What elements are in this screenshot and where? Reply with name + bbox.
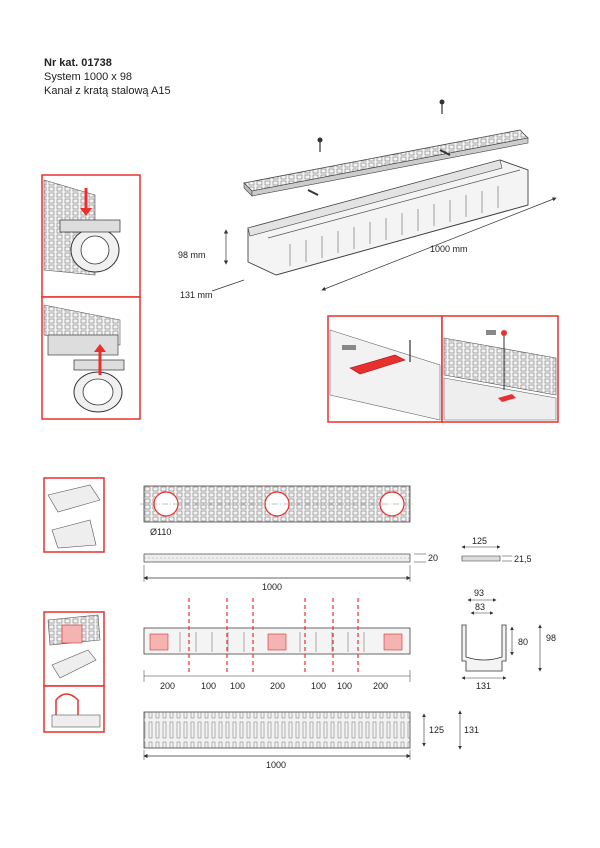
- dim-height: 98 mm: [178, 250, 206, 260]
- isometric-channel: 98 mm 131 mm 1000 mm: [178, 99, 557, 300]
- spacing-4: 200: [270, 681, 285, 691]
- grate-side-view: 20 1000 125 21,5: [143, 536, 532, 592]
- spacing-3: 100: [230, 681, 245, 691]
- catalog-number: Nr kat. 01738: [44, 57, 112, 69]
- spacing-2: 100: [201, 681, 216, 691]
- grate-height: 20: [428, 553, 438, 563]
- grate-section-width: 125: [472, 536, 487, 546]
- spacing-6: 100: [337, 681, 352, 691]
- top-view: Ø110: [43, 477, 414, 553]
- grate-section-height: 21,5: [514, 554, 532, 564]
- product-header: Nr kat. 01738 System 1000 x 98 Kanał z k…: [44, 56, 171, 98]
- bottom-view: 125 131 1000: [143, 710, 479, 770]
- hole-diameter: Ø110: [150, 527, 171, 537]
- outlet-detail-boxes: [41, 174, 141, 420]
- cross-section: 93 83 80 98 131: [461, 588, 556, 691]
- system-label: System 1000 x 98: [44, 71, 133, 83]
- spacing-5: 100: [311, 681, 326, 691]
- product-name: Kanał z kratą stalową A15: [44, 85, 171, 97]
- section-top: 93: [474, 588, 484, 598]
- grate-length: 1000: [262, 582, 282, 592]
- spacing-1: 200: [160, 681, 175, 691]
- spacing-7: 200: [373, 681, 388, 691]
- dim-length: 1000 mm: [430, 244, 468, 254]
- dim-width: 131 mm: [180, 290, 213, 300]
- bottom-length: 1000: [266, 760, 286, 770]
- clip-detail-boxes: [327, 315, 559, 423]
- section-inner-height: 80: [518, 637, 528, 647]
- bottom-outer: 131: [464, 725, 479, 735]
- side-view: 200 100 100 200 100 100 200: [43, 598, 411, 733]
- section-inner: 83: [475, 602, 485, 612]
- section-bottom: 131: [476, 681, 491, 691]
- section-height: 98: [546, 633, 556, 643]
- bottom-inner: 125: [429, 725, 444, 735]
